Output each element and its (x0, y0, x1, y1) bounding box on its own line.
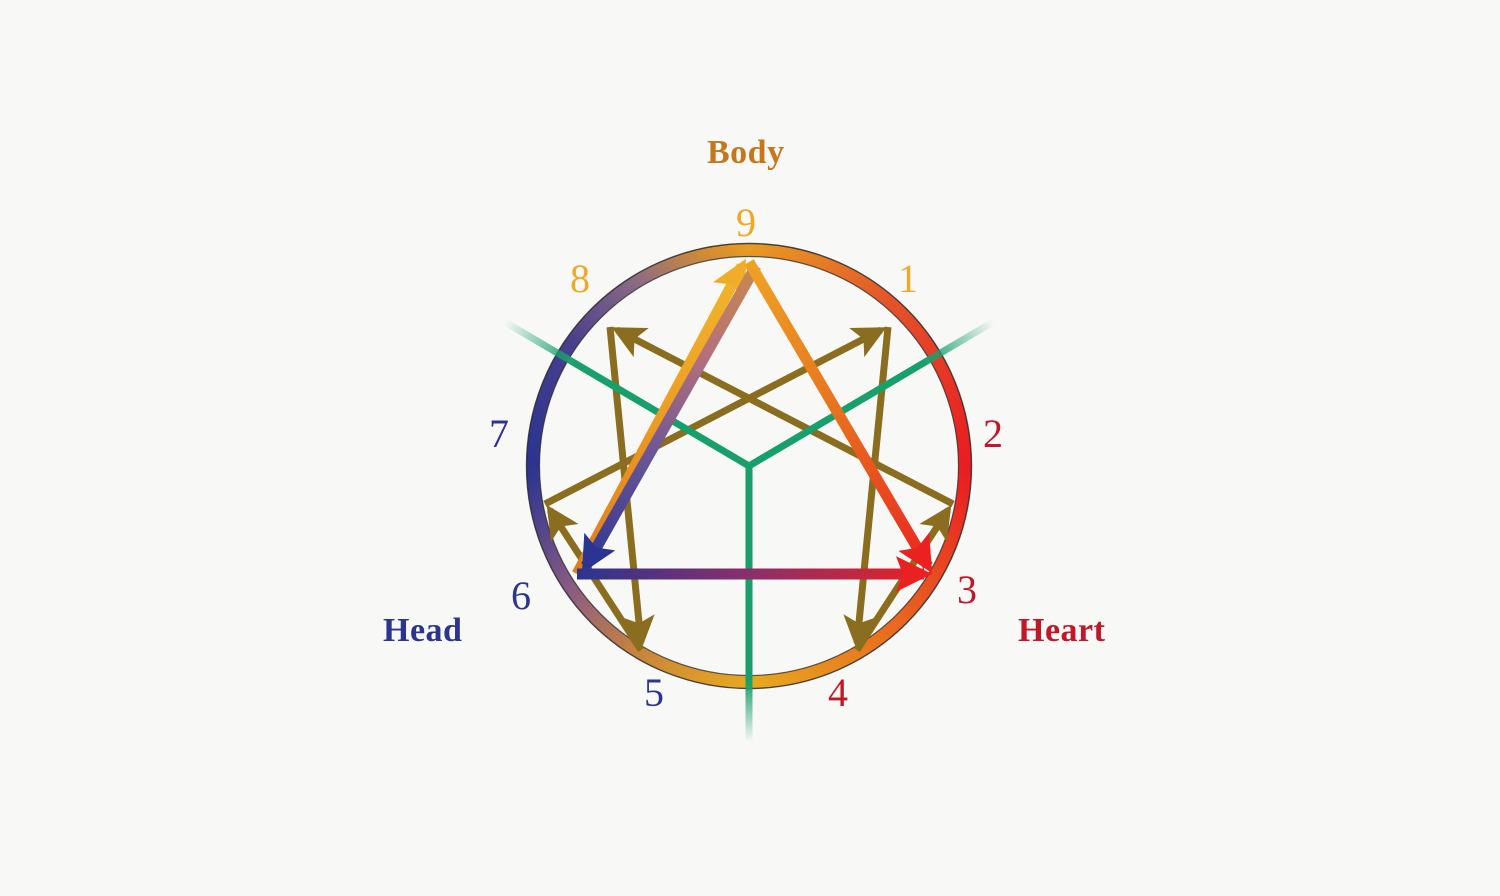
type-number-1[interactable]: 1 (898, 256, 918, 301)
type-number-3[interactable]: 3 (957, 567, 977, 612)
arrow-9-to-3 (744, 259, 933, 574)
divider-spoke-upper-left (503, 318, 751, 470)
center-label-body: Body (707, 134, 785, 171)
hexad-segment-7-to-1 (543, 326, 887, 508)
type-number-7[interactable]: 7 (489, 411, 509, 456)
type-number-5[interactable]: 5 (644, 670, 664, 715)
hexad-segment-1-to-4 (843, 326, 892, 650)
hexad-segment-2-to-8 (611, 326, 955, 508)
arrow-9-to-6 (581, 263, 761, 574)
hexad-segment-5-to-7 (546, 504, 644, 652)
type-number-9[interactable]: 9 (736, 200, 756, 245)
type-number-2[interactable]: 2 (983, 411, 1003, 456)
type-number-6[interactable]: 6 (511, 573, 531, 618)
type-number-4[interactable]: 4 (828, 670, 848, 715)
center-divider-y (503, 318, 995, 742)
center-label-heart: Heart (1018, 612, 1106, 649)
movement-arrows (572, 258, 933, 592)
divider-spoke-upper-right (747, 318, 995, 470)
center-label-head: Head (383, 612, 463, 649)
type-number-8[interactable]: 8 (570, 256, 590, 301)
